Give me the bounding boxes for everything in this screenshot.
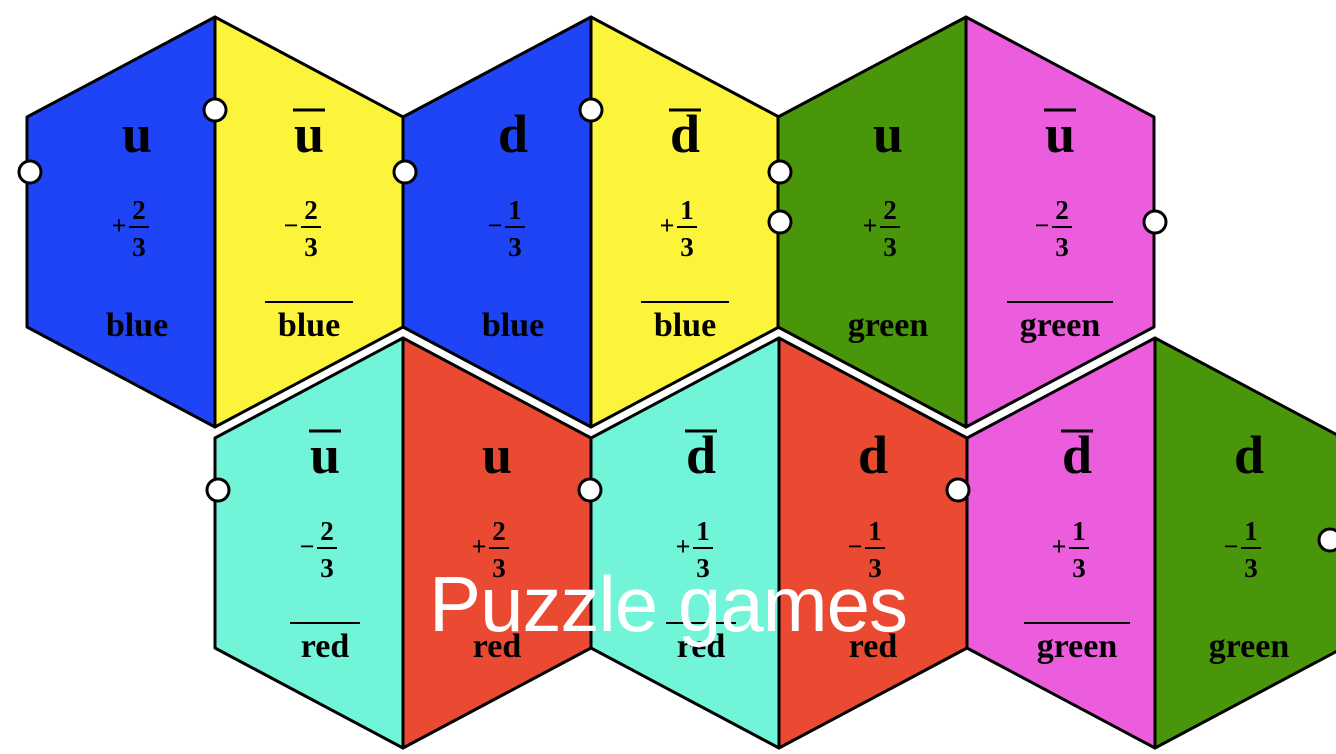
tile-color-label: green [848, 307, 929, 344]
charge-sign: + [112, 211, 127, 240]
connector-knob [394, 161, 416, 183]
connector-knob [579, 479, 601, 501]
charge-numerator: 1 [508, 195, 522, 225]
tile-flavor: d [858, 425, 888, 485]
connector-knob [204, 99, 226, 121]
connector-knob [947, 479, 969, 501]
charge-numerator: 2 [1055, 195, 1069, 225]
tile-flavor: d [498, 104, 528, 164]
charge-denominator: 3 [883, 232, 897, 262]
tile-flavor: d [670, 104, 700, 164]
charge-sign: − [1224, 532, 1239, 561]
charge-numerator: 2 [304, 195, 318, 225]
tile-flavor: u [1045, 104, 1075, 164]
charge-denominator: 3 [680, 232, 694, 262]
tile-flavor: u [482, 425, 512, 485]
tile-flavor: d [686, 425, 716, 485]
tile-flavor: u [310, 425, 340, 485]
charge-numerator: 1 [1244, 516, 1258, 546]
charge-sign: − [1035, 211, 1050, 240]
charge-denominator: 3 [132, 232, 146, 262]
tile-flavor: u [294, 104, 324, 164]
charge-numerator: 1 [1072, 516, 1086, 546]
charge-denominator: 3 [1055, 232, 1069, 262]
connector-knob [1144, 211, 1166, 233]
tile-color-label: blue [278, 307, 340, 344]
charge-sign: − [848, 532, 863, 561]
charge-denominator: 3 [304, 232, 318, 262]
charge-sign: − [284, 211, 299, 240]
connector-knob [769, 211, 791, 233]
charge-numerator: 2 [132, 195, 146, 225]
tile-flavor: d [1234, 425, 1264, 485]
charge-numerator: 2 [883, 195, 897, 225]
connector-knob [769, 161, 791, 183]
charge-numerator: 2 [492, 516, 506, 546]
charge-sign: + [863, 211, 878, 240]
connector-knob [1319, 529, 1336, 551]
charge-denominator: 3 [508, 232, 522, 262]
charge-numerator: 1 [868, 516, 882, 546]
puzzle-tile[interactable]: u +2 3 blue [27, 17, 215, 427]
tile-color-label: green [1020, 307, 1101, 344]
charge-sign: − [300, 532, 315, 561]
overlay-title: Puzzle games [0, 565, 1336, 643]
charge-sign: + [472, 532, 487, 561]
tile-flavor: u [873, 104, 903, 164]
charge-sign: + [1052, 532, 1067, 561]
tile-flavor: u [122, 104, 152, 164]
connector-knob [207, 479, 229, 501]
tile-color-label: blue [482, 307, 544, 344]
connector-knob [580, 99, 602, 121]
charge-sign: + [660, 211, 675, 240]
charge-numerator: 1 [696, 516, 710, 546]
tile-flavor: d [1062, 425, 1092, 485]
tile-color-label: blue [654, 307, 716, 344]
tile-color-label: blue [106, 307, 168, 344]
charge-numerator: 2 [320, 516, 334, 546]
charge-sign: + [676, 532, 691, 561]
charge-sign: − [488, 211, 503, 240]
connector-knob [19, 161, 41, 183]
charge-numerator: 1 [680, 195, 694, 225]
